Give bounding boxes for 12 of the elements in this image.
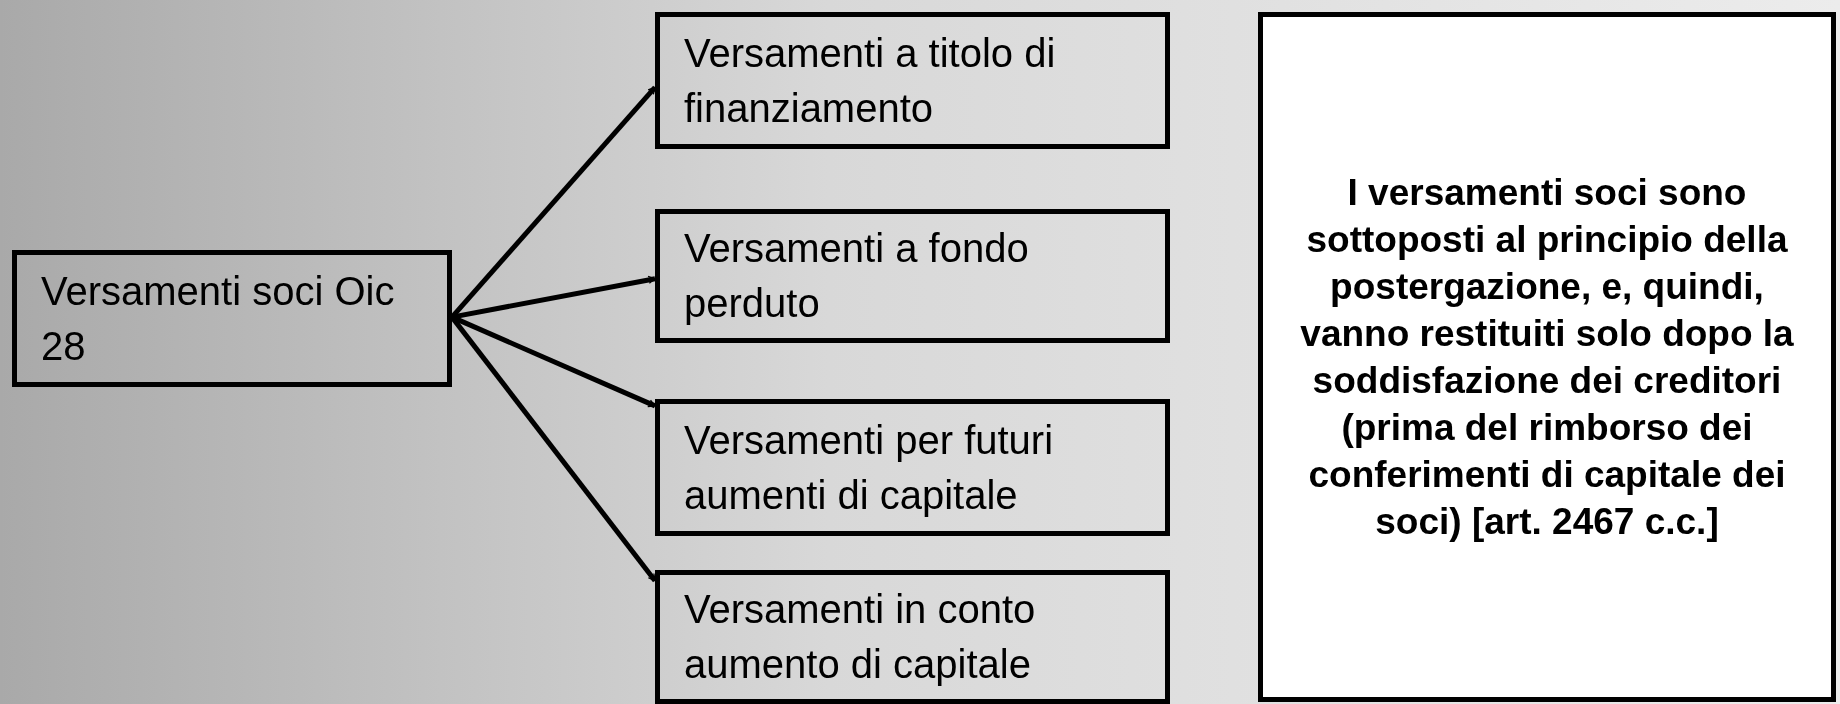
box-label: Versamenti a titolo di finanziamento [684, 29, 1057, 132]
box-label: Versamenti per futuri aumenti di capitale [684, 416, 1055, 519]
process-box [655, 12, 1170, 149]
note-box [1258, 12, 1836, 702]
box-label: Versamenti a fondo perduto [684, 225, 1030, 327]
note-text: I versamenti soci sono sottoposti al principio della postergazione, e, quindi, vanno restituiti solo dopo la soddisfazione dei creditori (prima del rimborso dei conferimenti di capitale dei soci) [art. 2467 c.c.] [1299, 171, 1795, 544]
process-box [12, 250, 452, 387]
box-label: Versamenti in conto aumento di capitale [684, 586, 1037, 688]
process-box [655, 399, 1170, 536]
box-label: Versamenti soci Oic 28 [41, 267, 396, 370]
process-box [655, 209, 1170, 343]
process-box [655, 570, 1170, 704]
